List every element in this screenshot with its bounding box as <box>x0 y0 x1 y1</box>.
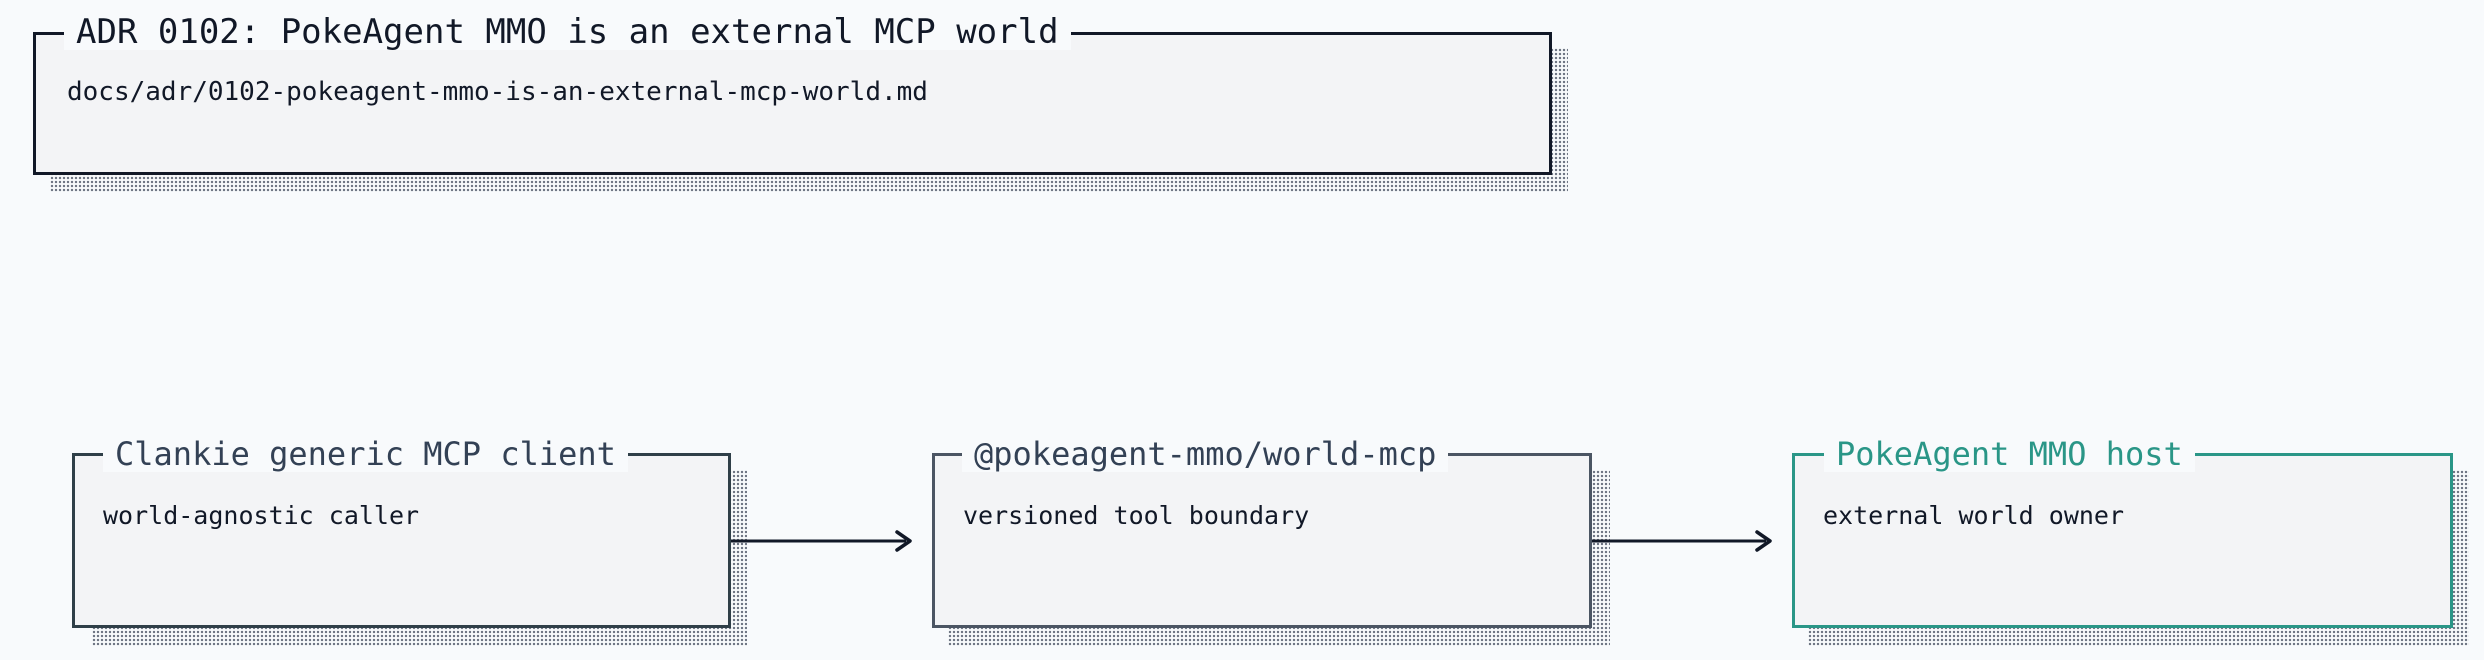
mcp-client-title: Clankie generic MCP client <box>103 436 628 472</box>
client-to-world-mcp-arrowhead-icon <box>895 530 912 552</box>
adr-path: docs/adr/0102-pokeagent-mmo-is-an-extern… <box>67 77 928 107</box>
world-mcp-title: @pokeagent-mmo/world-mcp <box>962 436 1449 472</box>
mcp-client-node: Clankie generic MCP client world-agnosti… <box>72 436 731 628</box>
adr-title: ADR 0102: PokeAgent MMO is an external M… <box>64 14 1071 50</box>
world-mcp-subtitle: versioned tool boundary <box>963 501 1310 530</box>
adr-card: ADR 0102: PokeAgent MMO is an external M… <box>33 14 1552 175</box>
world-mcp-node: @pokeagent-mmo/world-mcp versioned tool … <box>932 436 1592 628</box>
mmo-host-subtitle: external world owner <box>1823 501 2125 530</box>
world-mcp-to-host-arrowhead-icon <box>1755 530 1772 552</box>
mcp-client-subtitle: world-agnostic caller <box>103 501 420 530</box>
mmo-host-title: PokeAgent MMO host <box>1824 436 2195 472</box>
mmo-host-node: PokeAgent MMO host external world owner <box>1792 436 2453 628</box>
